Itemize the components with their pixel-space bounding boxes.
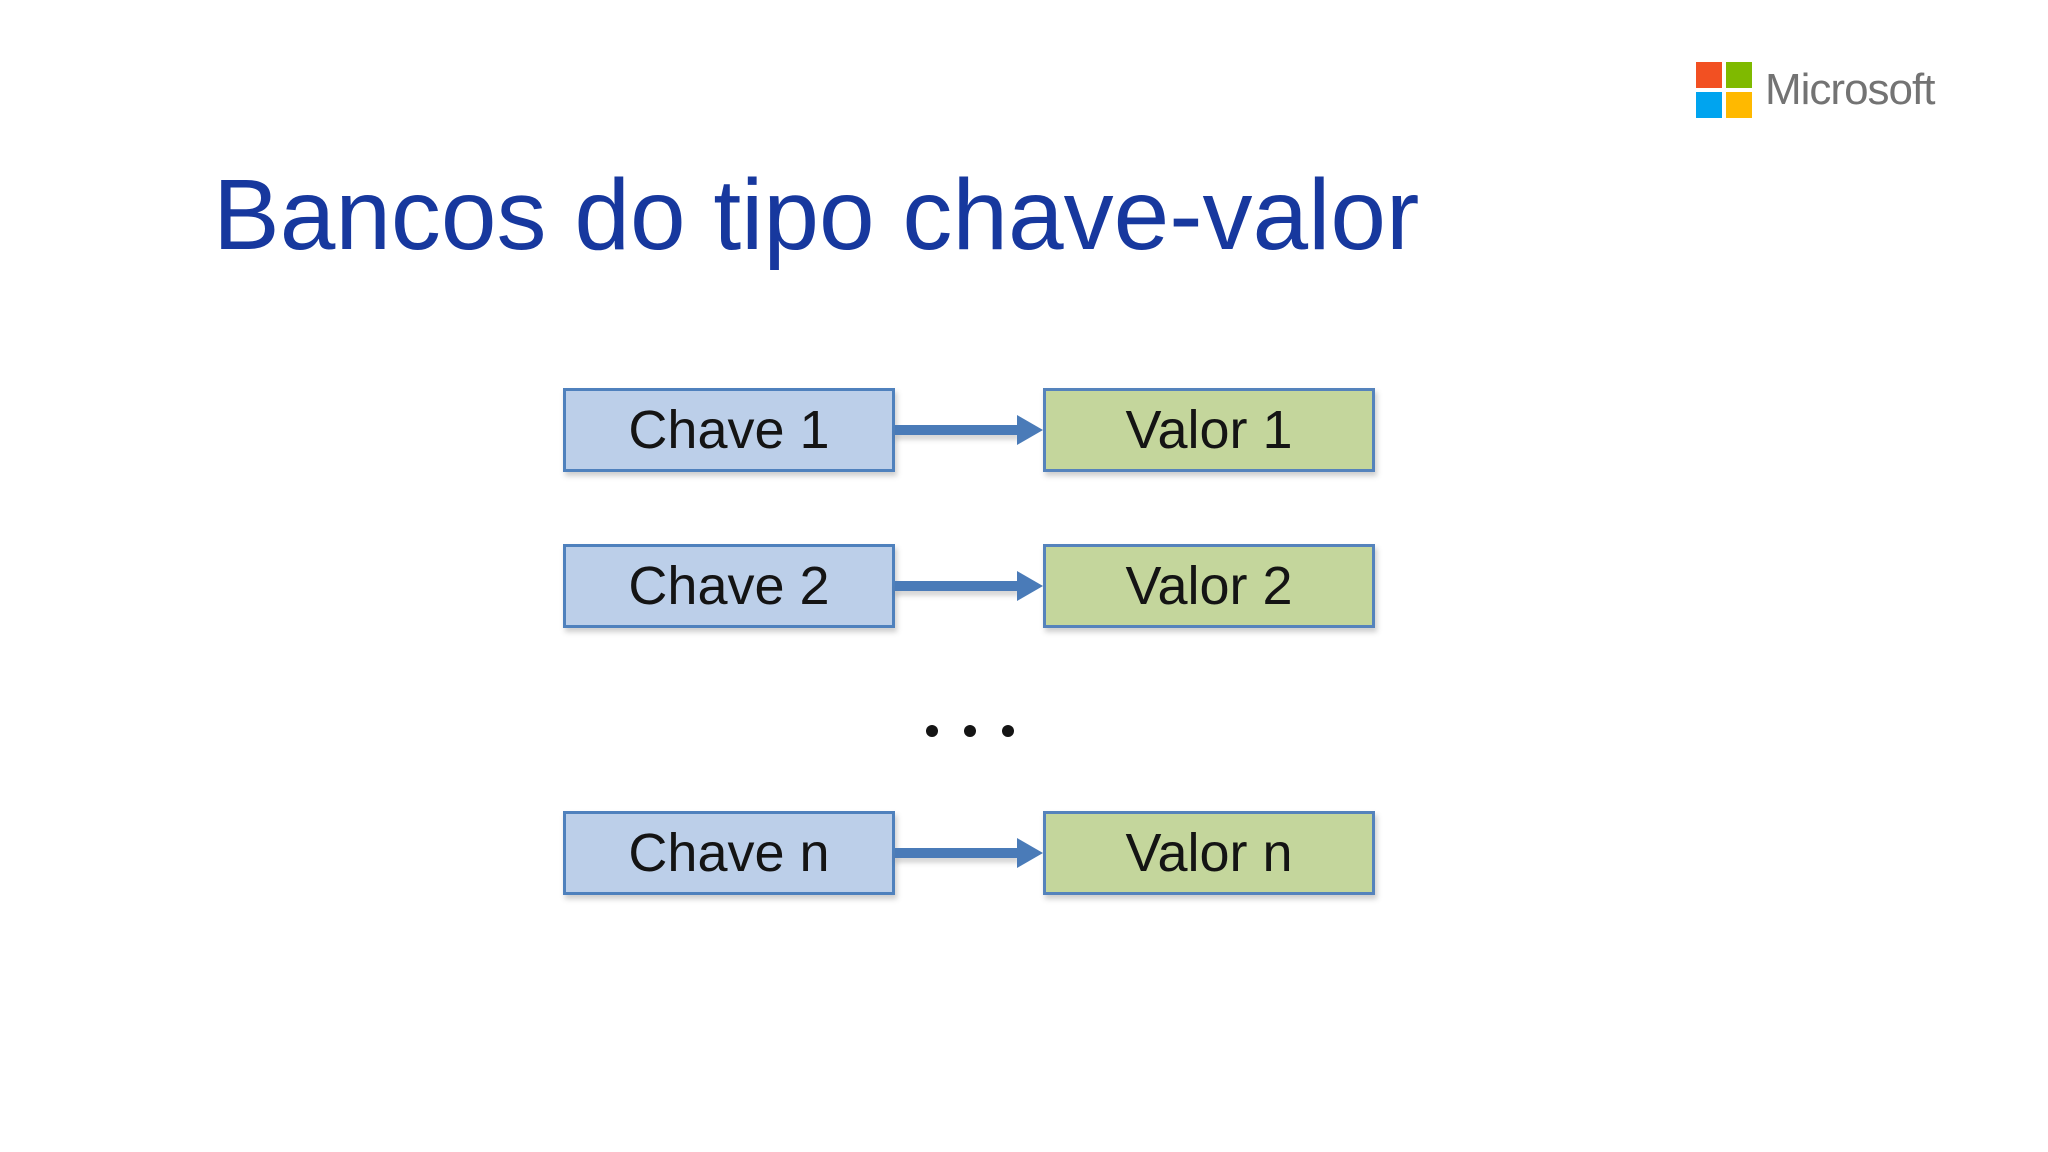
value-label: Valor 1 <box>1125 400 1293 460</box>
ellipsis-dot <box>1002 725 1014 737</box>
ellipsis-dot <box>964 725 976 737</box>
page-title: Bancos do tipo chave-valor <box>213 159 1420 271</box>
logo-yellow-square <box>1726 92 1752 118</box>
microsoft-logo-icon <box>1696 62 1752 118</box>
key-box-n: Chave n <box>563 811 895 895</box>
value-box-n: Valor n <box>1043 811 1375 895</box>
arrow-shaft <box>895 848 1019 858</box>
ellipsis-dot <box>926 725 938 737</box>
arrow-shaft <box>895 425 1019 435</box>
arrow-right-icon <box>1017 415 1043 445</box>
logo-blue-square <box>1696 92 1722 118</box>
microsoft-wordmark: Microsoft <box>1765 65 1935 114</box>
arrow-right-icon <box>1017 571 1043 601</box>
value-label: Valor 2 <box>1125 556 1293 616</box>
microsoft-logo: Microsoft <box>1696 58 1935 122</box>
logo-red-square <box>1696 62 1722 88</box>
logo-green-square <box>1726 62 1752 88</box>
ellipsis-dots <box>926 725 1014 737</box>
arrow-shaft <box>895 581 1019 591</box>
key-label: Chave n <box>628 823 830 883</box>
arrow-right-icon <box>1017 838 1043 868</box>
key-label: Chave 1 <box>628 400 830 460</box>
key-label: Chave 2 <box>628 556 830 616</box>
value-box-1: Valor 1 <box>1043 388 1375 472</box>
key-box-1: Chave 1 <box>563 388 895 472</box>
key-box-2: Chave 2 <box>563 544 895 628</box>
value-box-2: Valor 2 <box>1043 544 1375 628</box>
value-label: Valor n <box>1125 823 1293 883</box>
